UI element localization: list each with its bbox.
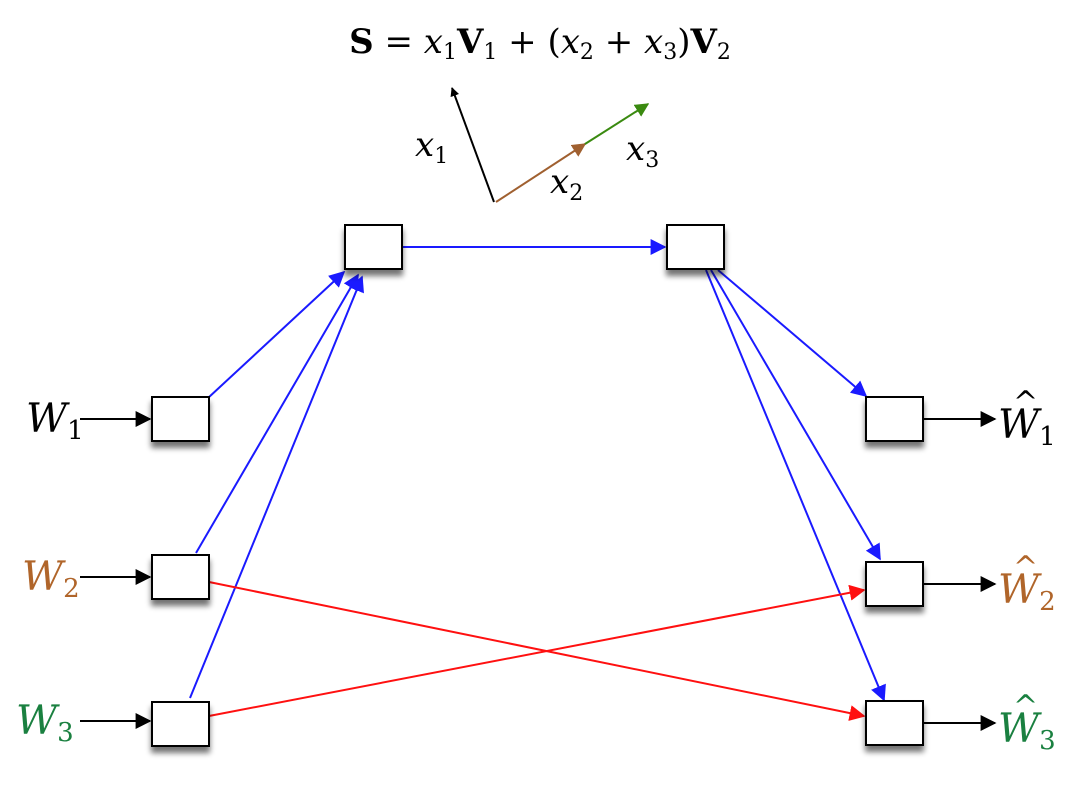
nodes <box>151 224 924 747</box>
edge-relay-r1 <box>717 269 868 398</box>
edge-t2-relay <box>195 273 359 554</box>
output-label-3-hat: ^ <box>1013 689 1038 724</box>
vector-x3 <box>584 103 650 145</box>
output-label-1-text: W1 <box>998 402 1056 452</box>
output-label-2: ^ W2 <box>998 550 1056 617</box>
transmitter-node-3 <box>151 701 210 747</box>
edge-t3-relay <box>189 275 364 699</box>
receiver-node-3 <box>865 700 924 746</box>
edge-t1-relay <box>207 270 346 399</box>
input-label-1: W1 <box>26 396 84 446</box>
label-x1: x1 <box>415 125 448 169</box>
edge-t2-r3 <box>208 581 866 721</box>
output-label-1-hat: ^ <box>1013 385 1038 420</box>
input-label-2: W2 <box>22 554 80 604</box>
transmitter-node-1 <box>151 396 210 442</box>
red-edges <box>208 581 866 721</box>
edge-relay-r2 <box>710 269 881 561</box>
output-label-3-text: W3 <box>998 706 1056 756</box>
label-x3: x3 <box>626 129 659 173</box>
receiver-node-2 <box>865 561 924 607</box>
output-label-1: ^ W1 <box>998 385 1056 452</box>
output-label-2-hat: ^ <box>1013 550 1038 585</box>
label-x2: x2 <box>550 162 583 206</box>
relay-node-left <box>344 224 403 270</box>
relay-node-right <box>666 224 725 270</box>
edge-relay-r3 <box>705 269 886 702</box>
input-label-3: W3 <box>16 698 74 748</box>
blue-edges <box>189 239 886 702</box>
receiver-node-1 <box>865 396 924 442</box>
vector-x1 <box>450 87 495 203</box>
output-label-3: ^ W3 <box>998 689 1056 756</box>
input-arrows <box>80 411 152 729</box>
output-arrows <box>923 411 997 731</box>
edge-t3-r2 <box>208 584 866 717</box>
formula: S = x1V1 + (x2 + x3)V2 <box>349 22 731 65</box>
transmitter-node-2 <box>151 554 210 600</box>
output-label-2-text: W2 <box>998 567 1056 617</box>
vector-x2 <box>495 143 587 203</box>
